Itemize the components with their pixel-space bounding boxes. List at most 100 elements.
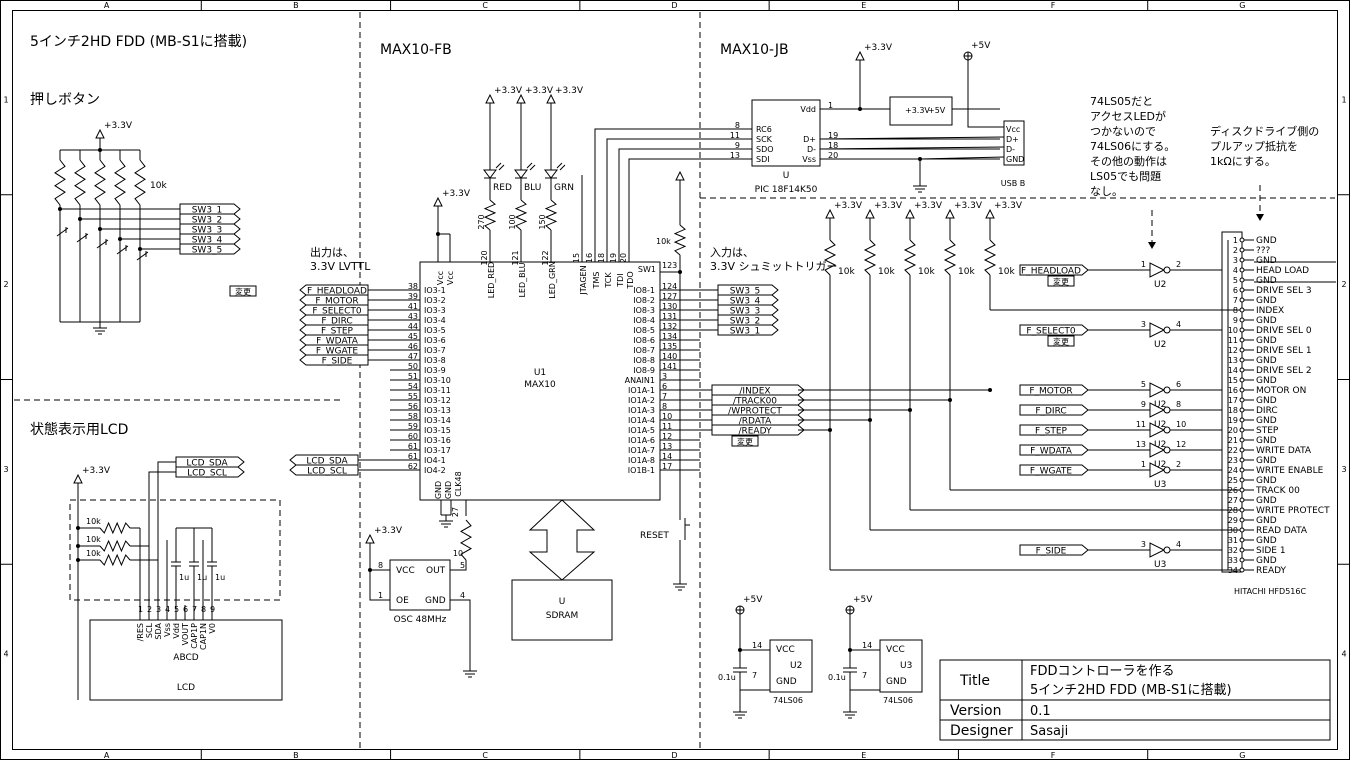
connector-pin — [1239, 437, 1245, 443]
oscillator — [389, 559, 451, 611]
pin-number: 3 — [662, 372, 667, 381]
cap-value: 1u — [215, 573, 225, 582]
col-marker: A — [104, 751, 110, 760]
wire — [618, 148, 740, 248]
pin-name: LED_BLU — [518, 262, 527, 297]
pin-number: 16 — [585, 253, 594, 263]
connector-pin — [1239, 307, 1245, 313]
pin-number: 27 — [1228, 496, 1238, 505]
pin-number: 135 — [662, 342, 677, 351]
fpga-body — [419, 261, 661, 501]
pin-number: 17 — [1228, 396, 1238, 405]
pin-number: 7 — [1233, 296, 1238, 305]
fb-title: MAX10-FB — [380, 42, 452, 58]
connector-pin — [1239, 517, 1245, 523]
pic-part: PIC 18F14K50 — [755, 185, 818, 195]
pin-number: 54 — [408, 382, 418, 391]
resistor-value: 10k — [878, 267, 895, 277]
pin-label: GND — [1256, 416, 1277, 426]
note-line: アクセスLEDが — [1090, 109, 1166, 123]
buffer-ref: U2 — [1154, 400, 1166, 410]
designer-value: Sasaji — [1030, 724, 1068, 739]
pin-name: TDI — [616, 273, 625, 287]
wire — [594, 128, 740, 248]
junction-dot — [76, 558, 80, 562]
connector-pin — [1239, 457, 1245, 463]
pin-number: 4 — [1176, 320, 1181, 329]
inverter-buffer — [1149, 322, 1166, 338]
usb-connector — [1003, 120, 1025, 166]
change-tag — [229, 285, 257, 297]
pin-number: 51 — [408, 372, 418, 381]
change-tag — [731, 435, 759, 447]
pin-label: GND — [1256, 396, 1277, 406]
inverter-bubble — [1163, 546, 1171, 554]
led-ray — [495, 162, 502, 169]
net-label — [175, 466, 245, 478]
net-label-text: F_HEADLOAD — [307, 287, 367, 297]
pin-number: 9 — [210, 605, 215, 614]
pin-number: 122 — [541, 250, 550, 265]
power-label: +3.3V — [555, 86, 584, 96]
led-ray — [498, 164, 505, 171]
pin-number: 13 — [730, 151, 740, 160]
led-symbol — [514, 169, 528, 179]
note-line: プルアップ抵抗を — [1210, 139, 1298, 153]
net-label-text: SW3_3 — [192, 226, 223, 236]
pin-number: 14 — [662, 452, 672, 461]
chip-pin: GND — [776, 677, 797, 687]
pin-name: Vss — [802, 155, 816, 164]
wire — [450, 560, 467, 571]
connector-pin — [1239, 497, 1245, 503]
pin-number: 3 — [1141, 320, 1146, 329]
bus-arrow — [528, 499, 596, 581]
pin-name: IO8-5 — [633, 326, 655, 335]
inverter-bubble — [1163, 266, 1171, 274]
lcd-module — [89, 619, 283, 701]
pin-number: 60 — [408, 432, 418, 441]
pin-label: GND — [1256, 316, 1277, 326]
wire — [819, 146, 1005, 150]
junction-dot — [828, 428, 832, 432]
version-key: Version — [950, 703, 1001, 719]
pin-number: 55 — [408, 392, 418, 401]
usb-pin: Vcc — [1006, 125, 1020, 134]
connector-pin — [1239, 287, 1245, 293]
net-label-text: F_WGATE — [1030, 467, 1073, 477]
net-label — [179, 203, 241, 215]
connector-pin — [1239, 397, 1245, 403]
net-label-text: SW3_5 — [730, 287, 761, 297]
resistor-value: 10k — [838, 267, 855, 277]
change-tag — [1047, 335, 1075, 347]
pin-name: V0 — [208, 623, 217, 634]
pin-number: 8 — [735, 121, 740, 130]
led-label: RED — [493, 183, 512, 193]
note-line: つかないので — [1090, 125, 1156, 138]
pin-name: CAP1N — [199, 623, 208, 650]
row-marker: 2 — [3, 280, 8, 289]
note-input-1: 入力は、 — [710, 246, 754, 259]
pin-number: 140 — [662, 352, 677, 361]
sdram — [511, 579, 613, 641]
pin-number: 9 — [1233, 316, 1238, 325]
change-tag-text: 変更 — [737, 437, 753, 447]
pin-number: 1 — [138, 605, 143, 614]
net-label-text: SW3_2 — [730, 317, 761, 327]
net-label — [717, 324, 779, 336]
connector-pin — [1239, 357, 1245, 363]
col-marker: E — [861, 1, 866, 10]
pin-number: 14 — [1228, 366, 1238, 375]
connector-pin — [1239, 477, 1245, 483]
title-value-2: 5インチ2HD FDD (MB-S1に搭載) — [1030, 682, 1232, 698]
power-label: +3.3V — [864, 43, 893, 53]
pin-name: IO3-14 — [424, 416, 451, 425]
connector-pin — [1239, 527, 1245, 533]
resistor — [99, 539, 131, 553]
pin-name: LED_GRN — [548, 261, 557, 298]
power-arrow — [865, 208, 875, 219]
led-label: GRN — [554, 183, 574, 193]
pin-number: 10 — [1176, 420, 1186, 429]
pin-number: 2 — [1176, 260, 1181, 269]
